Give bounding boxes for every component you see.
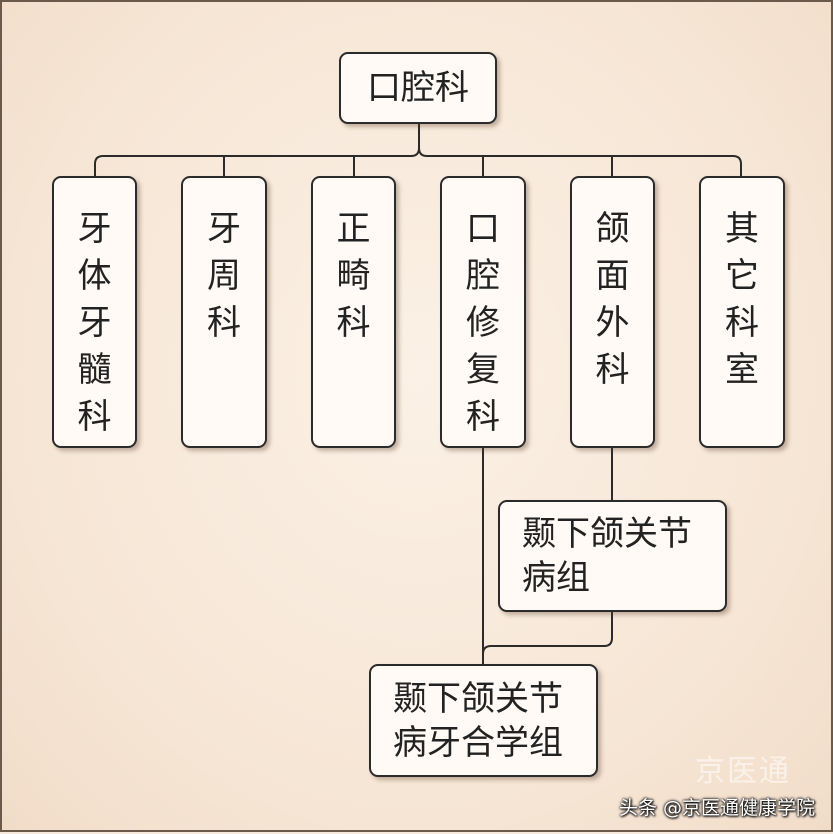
dept-label: 口腔修复科 <box>466 209 500 437</box>
root-node: 口腔科 <box>339 52 497 124</box>
dept-label: 牙体牙髓科 <box>77 209 112 437</box>
footer-credit: 头条 @京医通健康学院 <box>618 797 815 819</box>
subgroup-label: 颞下颌关节病组 <box>522 514 692 598</box>
dept-periodontics: 牙周科 <box>181 176 267 448</box>
dept-label: 牙周科 <box>207 209 241 343</box>
subgroup-tmj: 颞下颌关节病组 <box>498 500 727 612</box>
dept-orthodontics: 正畸科 <box>311 176 396 448</box>
dept-endodontics: 牙体牙髓科 <box>52 176 137 448</box>
root-connector <box>94 124 742 178</box>
subgroup-tmj-occlusion: 颞下颌关节病牙合学组 <box>369 664 598 777</box>
combined-connector <box>482 612 613 666</box>
root-label: 口腔科 <box>367 68 469 108</box>
dept-label: 正畸科 <box>336 209 371 343</box>
dept-maxillofacial: 颌面外科 <box>570 176 655 448</box>
dept-other: 其它科室 <box>699 176 785 448</box>
subgroup-label: 颞下颌关节病牙合学组 <box>393 678 563 763</box>
dept-label: 颌面外科 <box>595 209 630 390</box>
watermark: 京医通 <box>695 754 791 789</box>
dept-prosthodontics: 口腔修复科 <box>440 176 526 448</box>
dept-label: 其它科室 <box>725 209 759 390</box>
